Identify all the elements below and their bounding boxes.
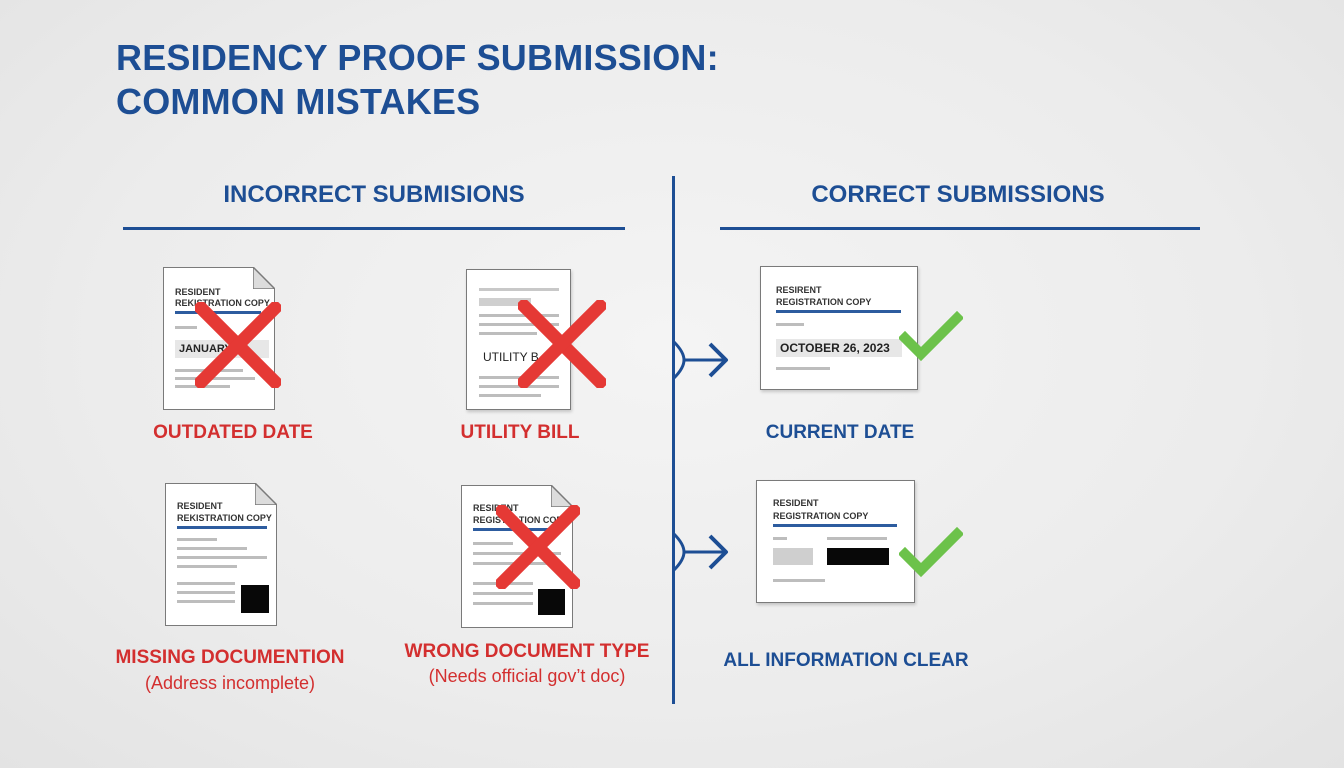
missing-documentation-sublabel: (Address incomplete) (144, 673, 316, 693)
x-icon (518, 300, 606, 388)
doc-rule (776, 310, 901, 313)
doc-line (479, 314, 559, 317)
doc-rule (177, 526, 267, 529)
all-information-clear-label: ALL INFORMATION CLEAR (723, 650, 969, 671)
doc-line (177, 538, 217, 541)
doc-line (177, 600, 235, 603)
all-information-clear-document: RESIDENT REGISTRATION COPY (756, 480, 915, 603)
doc-line (473, 552, 561, 555)
page-title: RESIDENCY PROOF SUBMISSION: COMMON MISTA… (116, 36, 719, 124)
x-icon (195, 302, 281, 388)
doc-line (177, 547, 247, 550)
incorrect-heading-rule (123, 227, 625, 230)
current-date-label: CURRENT DATE (765, 422, 915, 443)
doc-title-line-1: RESIDENT (773, 498, 819, 508)
redacted-block (827, 548, 889, 565)
page-title-line-1: RESIDENCY PROOF SUBMISSION: (116, 37, 719, 78)
doc-block (479, 298, 531, 306)
doc-line (479, 323, 559, 326)
x-icon (496, 505, 580, 589)
current-date-document: RESIRENT REGISTRATION COPY OCTOBER 26, 2… (760, 266, 918, 390)
doc-line (479, 332, 537, 335)
doc-line (776, 367, 830, 370)
doc-utility-text: UTILITY B (483, 350, 539, 364)
page-fold (255, 483, 277, 505)
missing-documentation-label: MISSING DOCUMENTION (115, 647, 345, 668)
doc-title-line-2: REGISTRATION COPY (773, 511, 869, 521)
doc-title-line-2: REGISTRATION COPY (776, 297, 872, 307)
correct-heading-rule (720, 227, 1200, 230)
doc-line (473, 592, 533, 595)
outdated-date-label: OUTDATED DATE (153, 422, 313, 443)
doc-date-field: OCTOBER 26, 2023 (776, 339, 902, 357)
doc-rule (175, 311, 261, 314)
doc-line (479, 376, 559, 379)
doc-line (177, 556, 267, 559)
correct-section-heading: CORRECT SUBMISSIONS (811, 181, 1105, 208)
section-divider (672, 176, 675, 704)
doc-line (773, 537, 787, 540)
page-fold (253, 267, 275, 289)
checkmark-icon (899, 526, 963, 578)
doc-title-line-1: RESIRENT (776, 285, 822, 295)
doc-title-line-1: RESIDENT (473, 503, 519, 513)
arrow-right-icon (672, 532, 728, 572)
page-title-line-2: COMMON MISTAKES (116, 81, 481, 122)
incorrect-section-heading: INCORRECT SUBMISIONS (223, 181, 525, 208)
doc-line (773, 579, 825, 582)
arrow-right-icon (672, 340, 728, 380)
doc-title-line-2: REKISTRATION COPY (177, 513, 272, 523)
doc-line (473, 542, 513, 545)
redacted-block (241, 585, 269, 613)
doc-rule (773, 524, 897, 527)
page-fold (551, 485, 573, 507)
utility-bill-label: UTILITY BILL (460, 422, 580, 443)
doc-title-line-1: RESIDENT (175, 287, 221, 297)
doc-line (177, 582, 235, 585)
doc-line (175, 377, 255, 380)
doc-title-line-2: REKISTRATION COPY (175, 298, 270, 308)
doc-line (177, 591, 235, 594)
doc-line (479, 394, 541, 397)
checkmark-icon (899, 310, 963, 362)
doc-line (479, 288, 559, 291)
doc-title-line-1: RESIDENT (177, 501, 223, 511)
redacted-block (538, 589, 565, 615)
wrong-document-type-label: WRONG DOCUMENT TYPE (404, 641, 650, 662)
doc-line (177, 565, 237, 568)
doc-line (776, 323, 804, 326)
doc-line (473, 602, 533, 605)
doc-line (479, 385, 559, 388)
wrong-document-type-sublabel: (Needs official gov’t doc) (428, 666, 626, 686)
doc-line (827, 537, 887, 540)
missing-documentation-document: RESIDENT REKISTRATION COPY (165, 483, 277, 626)
doc-block (773, 548, 813, 565)
doc-line (175, 326, 197, 329)
